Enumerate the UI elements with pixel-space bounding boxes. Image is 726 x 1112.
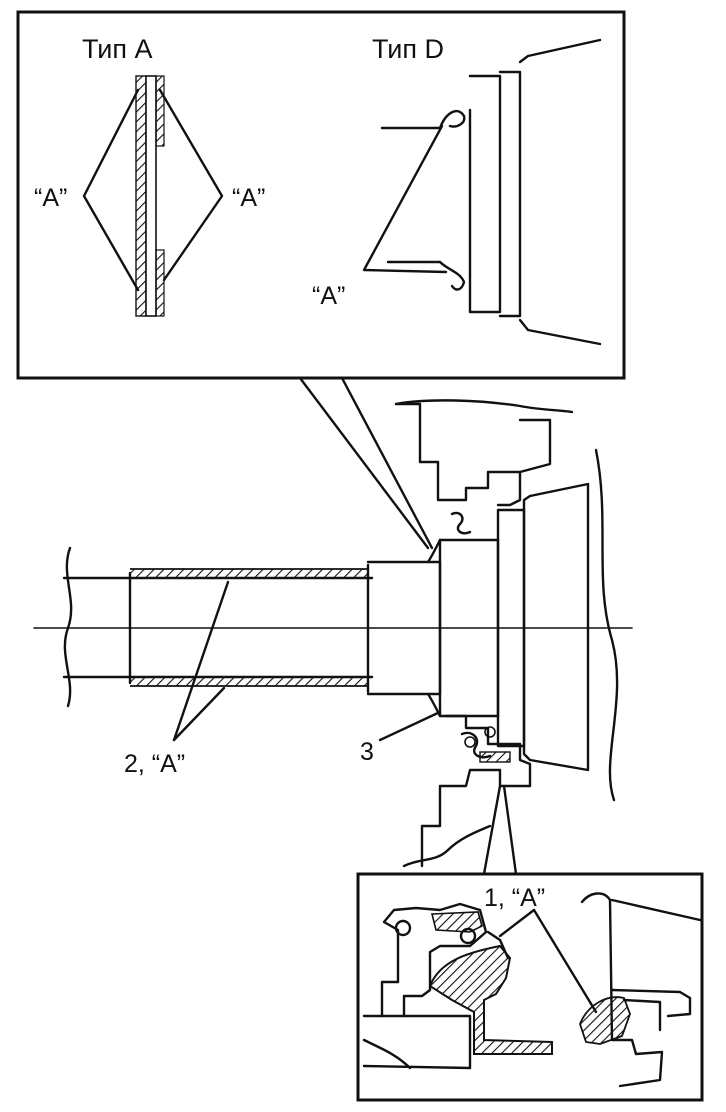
type-a-label-right: “A” [232, 184, 265, 212]
right-seal-hatched [579, 996, 631, 1045]
inset-shaft-left-break [362, 1038, 412, 1070]
housing-upper-contour [518, 418, 552, 474]
type-a-thread-right-bottom [155, 249, 165, 317]
type-a-leader-left [82, 88, 140, 292]
seal-spring-right [459, 927, 477, 945]
shaft-thread-top [130, 568, 368, 578]
seal-lower-spring [464, 736, 476, 748]
type-d-flange-bottom [518, 318, 602, 346]
leader-to-top-inset-1 [298, 376, 430, 550]
type-a-thread-right-top [155, 75, 165, 147]
seal-lower-spring-2 [484, 726, 496, 738]
housing-upper [394, 402, 522, 507]
shaft-break-left [63, 546, 73, 708]
type-d-seal-top [438, 109, 466, 130]
type-a-core [145, 75, 157, 317]
top-inset: Тип А “A” “A” Тип D “A” [16, 10, 626, 380]
leader-callout-3 [378, 710, 442, 742]
top-inset-frame [16, 10, 626, 380]
right-part-body [580, 892, 664, 1088]
type-a-leader-right [158, 88, 224, 282]
callout-1-label: 1, “A” [484, 884, 545, 912]
callout-3-label: 3 [360, 738, 374, 766]
right-part-lip [610, 988, 692, 1018]
inset-bottom-leader-1 [498, 908, 536, 938]
leader-to-bottom-inset-1 [482, 784, 502, 876]
type-d-seal-bottom [438, 260, 466, 291]
seal-hatched-body [428, 944, 553, 1055]
type-d-label: “A” [312, 282, 345, 310]
type-d-shaft-step [468, 74, 502, 314]
type-d-flange [518, 38, 602, 64]
seal-housing-outer [380, 902, 488, 1018]
bottom-inset: 1, “A” [356, 872, 704, 1102]
type-d-title: Тип D [372, 34, 444, 64]
housing-lower-break [402, 824, 492, 868]
seal-lip-contour [486, 930, 510, 960]
type-d-leader [362, 124, 448, 274]
type-a-label-left: “A” [34, 184, 67, 212]
hub-break-right [594, 448, 619, 802]
type-a-thread-left [135, 75, 147, 317]
right-part-flange [610, 898, 702, 922]
seal-hatched-cap [430, 911, 483, 933]
inset-shaft-left [362, 1014, 472, 1070]
callout-2-label: 2, “A” [124, 750, 185, 778]
housing-upper-break [394, 399, 574, 414]
leader-callout-2b [172, 686, 226, 742]
type-d-detail: Тип D “A” [312, 34, 602, 346]
seal-upper [450, 511, 472, 535]
leader-to-top-inset-2 [340, 376, 434, 550]
main-assembly: 3 2, “A” [33, 376, 633, 876]
housing-lower [420, 714, 532, 868]
seal-spring-left [394, 919, 412, 937]
right-part-inner [622, 998, 662, 1032]
type-d-shaft-body [498, 70, 522, 318]
leader-to-bottom-inset-2 [502, 784, 518, 876]
seal-lower-lip [479, 751, 511, 763]
shaft-thread-bottom [130, 677, 368, 687]
type-a-detail: Тип А “A” “A” [34, 34, 265, 317]
inset-bottom-leader-2 [532, 908, 598, 1014]
leader-callout-2a [172, 580, 230, 742]
hub-outer-flange [522, 482, 590, 772]
type-a-title: Тип А [82, 34, 153, 64]
